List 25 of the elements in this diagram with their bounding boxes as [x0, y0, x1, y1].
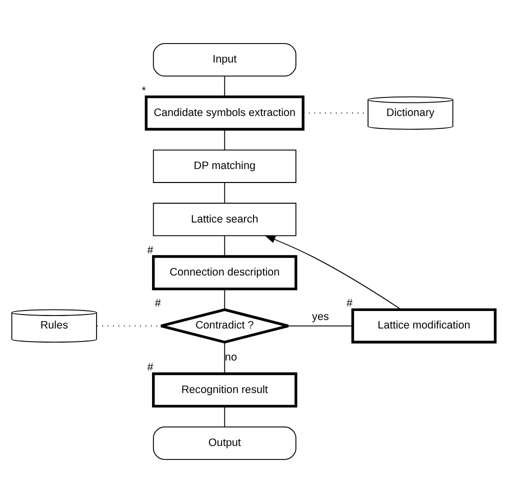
node-label: # [154, 298, 161, 310]
edge-label: yes [312, 311, 329, 324]
node-box: DP matching [152, 150, 296, 183]
node-box: Input [152, 43, 296, 77]
node-box: Lattice search [152, 202, 296, 236]
connector [224, 182, 226, 204]
connector [224, 406, 226, 428]
edge-label: no [224, 352, 237, 364]
node-label: # [346, 298, 353, 310]
connector [224, 235, 226, 257]
arrow [264, 235, 402, 310]
node-label: # [147, 362, 154, 374]
node-box: Connection description [152, 255, 298, 290]
connector [224, 76, 226, 98]
connector [288, 325, 354, 326]
node-box: Lattice modification [351, 308, 497, 344]
connector [224, 288, 226, 310]
connector [224, 128, 226, 150]
node-label: # [147, 244, 154, 256]
node-box: Candidate symbols extraction [144, 95, 304, 131]
connector [224, 342, 226, 374]
node-label: * [142, 84, 146, 97]
node-box: Output [152, 426, 296, 460]
node-diamond: Contradict ? [160, 308, 290, 344]
node-box: Recognition result [152, 372, 298, 408]
